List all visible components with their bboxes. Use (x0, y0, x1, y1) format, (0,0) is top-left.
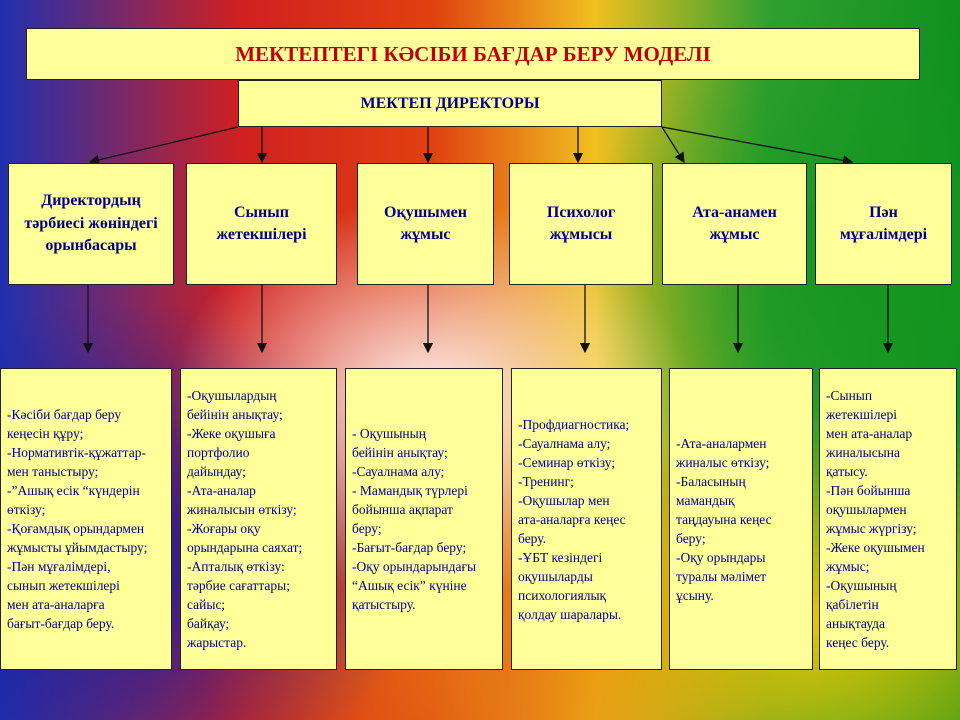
director-box: МЕКТЕП ДИРЕКТОРЫ (238, 80, 662, 127)
tasks-subject-teachers: -Сынып жетекшілері мен ата-аналар жиналы… (819, 368, 957, 670)
category-parent-work: Ата-анамен жұмыс (662, 163, 807, 285)
arrow (88, 126, 239, 165)
diagram-title: МЕКТЕПТЕГІ КӘСІБИ БАҒДАР БЕРУ МОДЕЛІ (26, 28, 920, 80)
category-psychologist: Психолог жұмысы (509, 163, 653, 285)
category-deputy-director: Директордың тәрбиесі жөніндегі орынбасар… (8, 163, 174, 285)
tasks-parent-work: -Ата-аналармен жиналыс өткізу; -Баласыны… (669, 368, 813, 670)
category-student-work: Оқушымен жұмыс (357, 163, 494, 285)
tasks-class-teachers: -Оқушылардың бейінін анықтау; -Жеке оқуш… (180, 368, 337, 670)
tasks-psychologist: -Профдиагностика; -Сауалнама алу; -Семин… (511, 368, 662, 670)
tasks-student-work: - Оқушының бейінін анықтау; -Сауалнама а… (345, 368, 503, 670)
arrow (661, 126, 854, 166)
arrow (661, 126, 685, 164)
category-class-teachers: Сынып жетекшілері (186, 163, 337, 285)
tasks-deputy-director: -Кәсіби бағдар беру кеңесін құру; -Норма… (0, 368, 172, 670)
category-subject-teachers: Пән мұғалімдері (815, 163, 952, 285)
